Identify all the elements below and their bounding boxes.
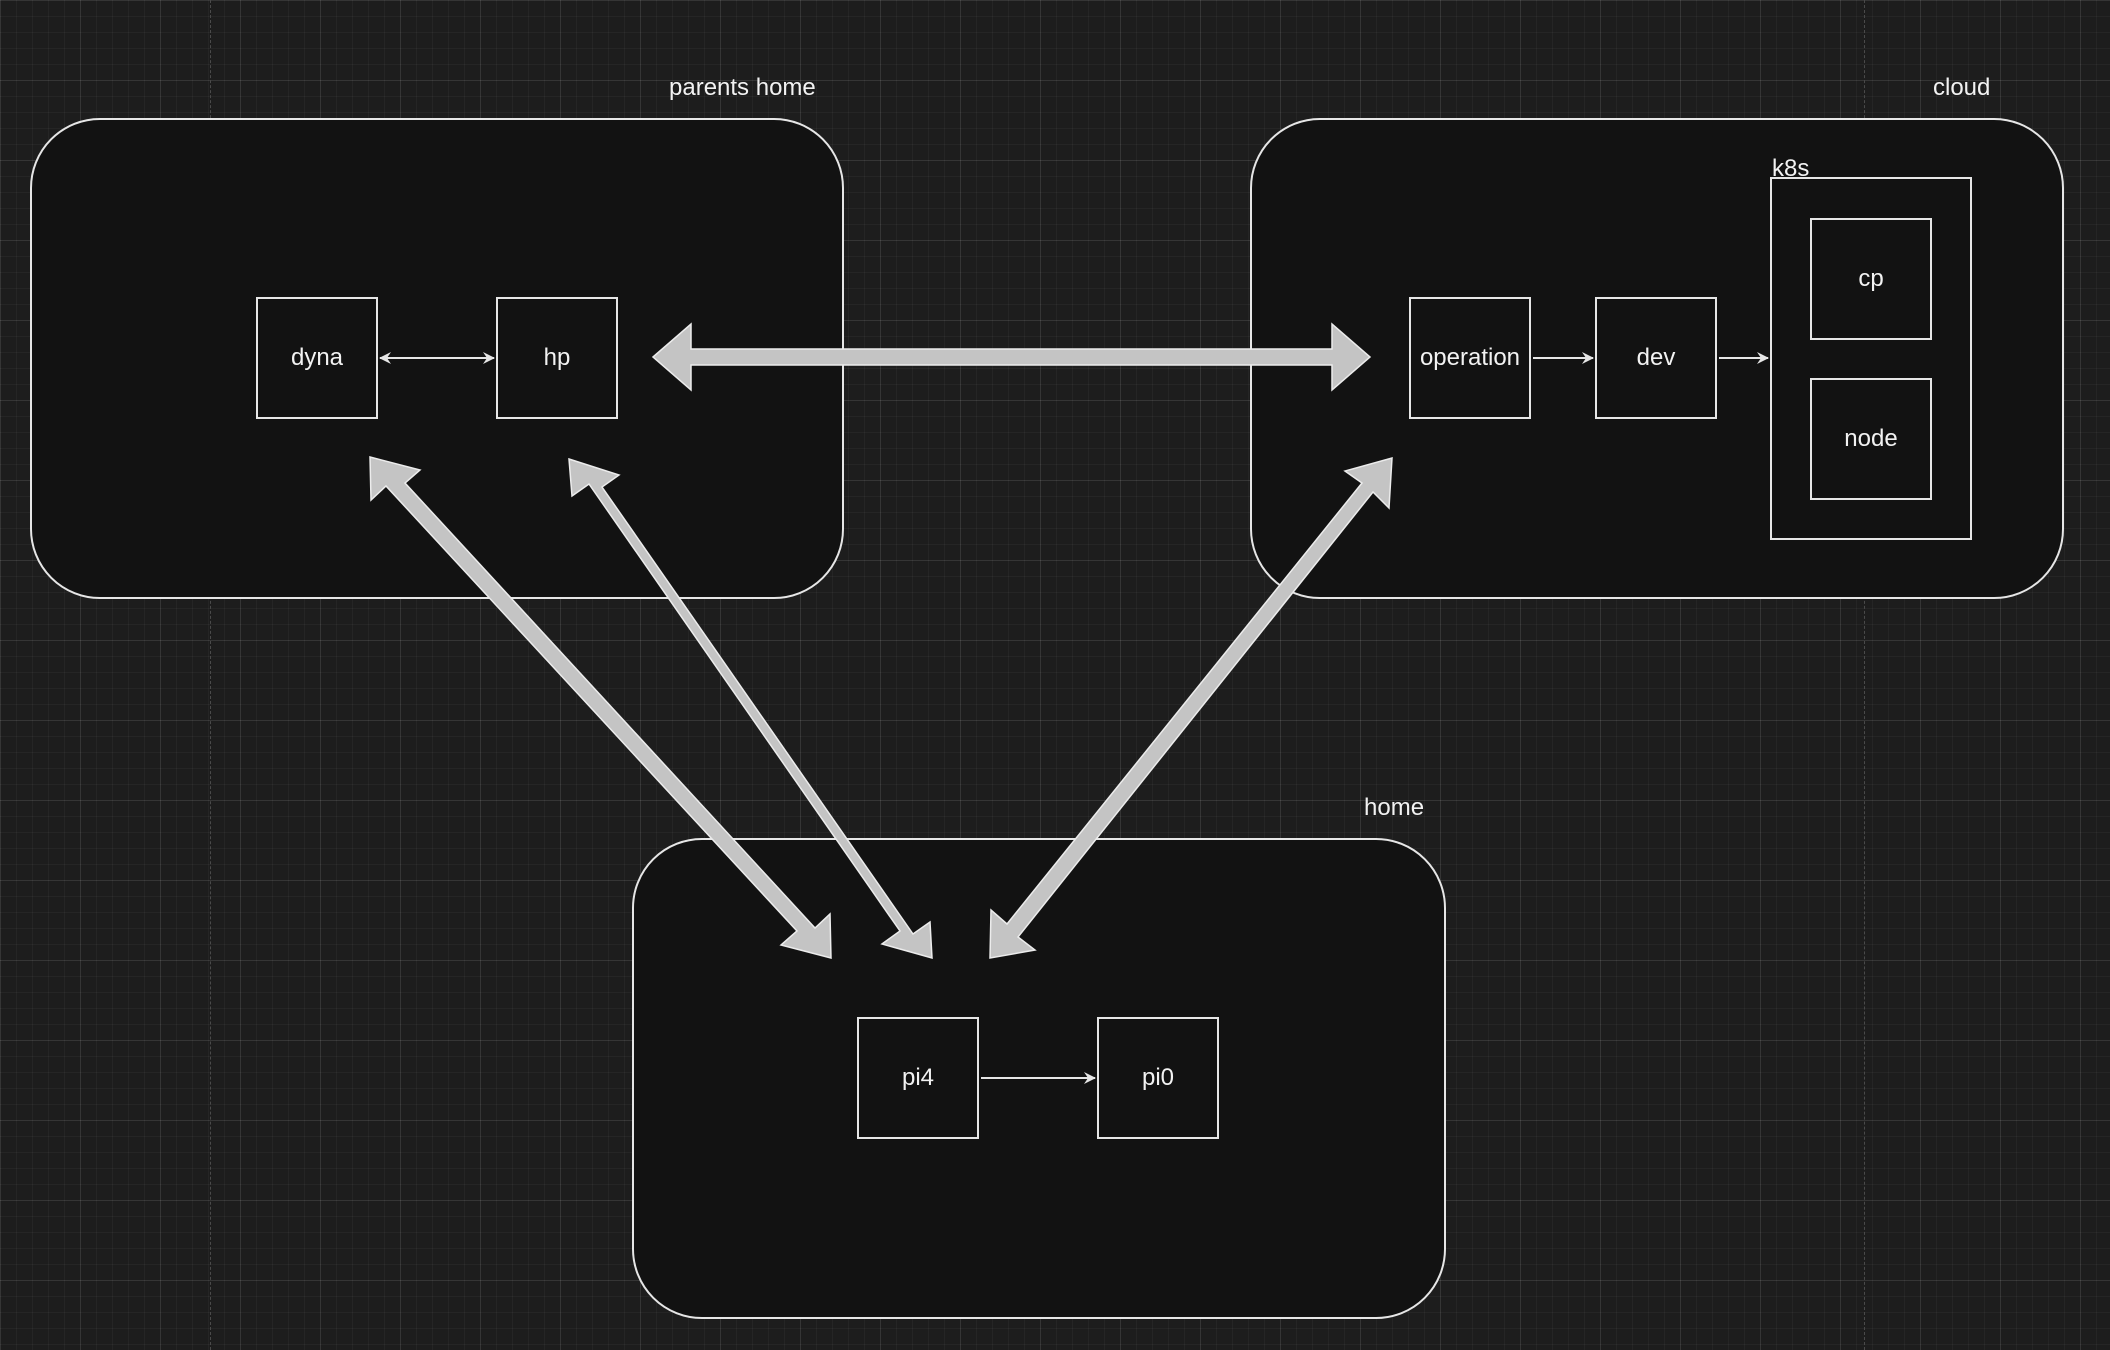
hp-node[interactable]: hp xyxy=(496,297,618,419)
pi4-node[interactable]: pi4 xyxy=(857,1017,979,1139)
cp-node[interactable]: cp xyxy=(1810,218,1932,340)
edge-dyna-home[interactable] xyxy=(369,456,832,959)
cloud-label: cloud xyxy=(1933,74,1991,101)
dyna-node[interactable]: dyna xyxy=(256,297,378,419)
operation-node[interactable]: operation xyxy=(1409,297,1531,419)
edge-hp-home[interactable] xyxy=(568,457,933,960)
home-label: home xyxy=(1364,794,1425,821)
page-guide-left xyxy=(210,0,211,1350)
edge-hp-operation[interactable] xyxy=(651,322,1372,392)
parents-home-label: parents home xyxy=(669,74,816,101)
node-node[interactable]: node xyxy=(1810,378,1932,500)
dev-node[interactable]: dev xyxy=(1595,297,1717,419)
edge-operation-home[interactable] xyxy=(989,456,1393,959)
pi0-node[interactable]: pi0 xyxy=(1097,1017,1219,1139)
page-guide-right xyxy=(1864,0,1865,1350)
k8s-label: k8s xyxy=(1772,155,1810,182)
